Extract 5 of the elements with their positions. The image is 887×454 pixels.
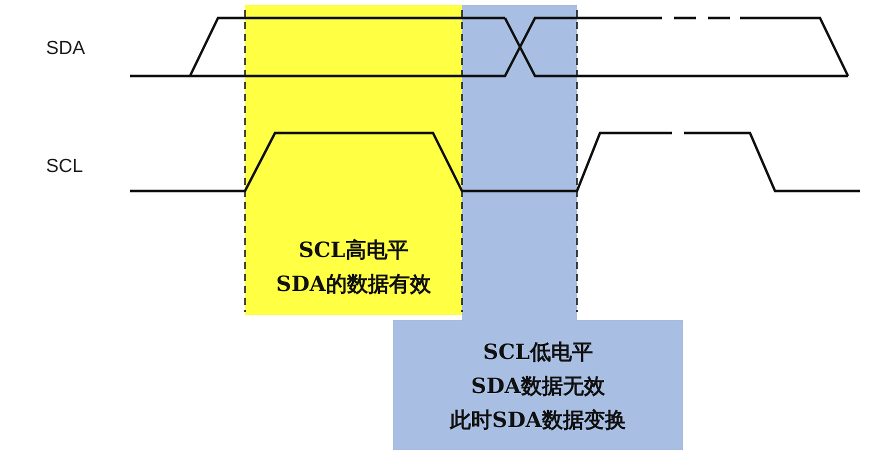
signal-name: SDA [46, 38, 86, 60]
band-caption: SCL低电平SDA数据无效此时SDA数据变换 [448, 338, 627, 434]
highlight-band [245, 5, 462, 315]
band-caption: SCL高电平SDA的数据有效 [275, 236, 432, 298]
signal-name: SCL [46, 156, 83, 178]
